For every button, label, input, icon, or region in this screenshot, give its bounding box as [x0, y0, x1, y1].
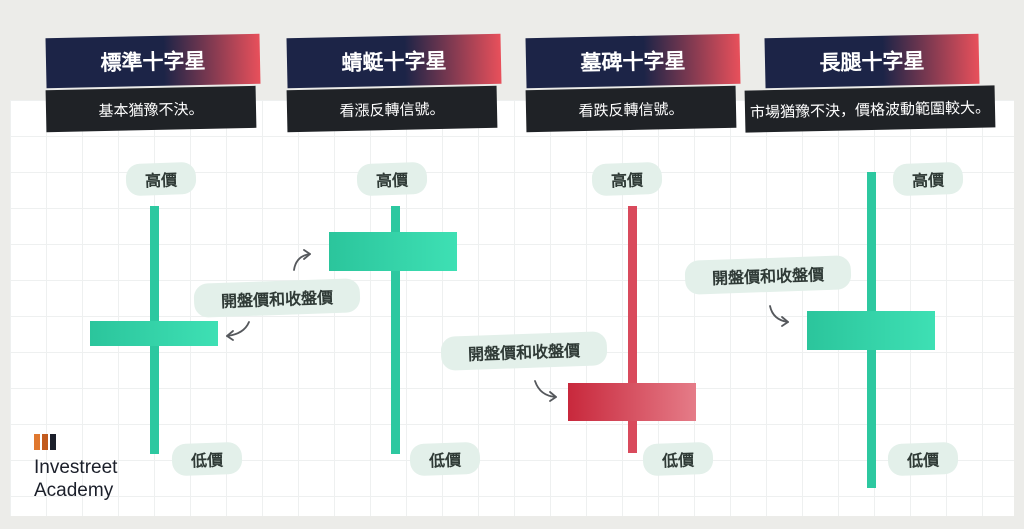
candle-standard-doji	[90, 206, 218, 454]
label-low-standard: 低價	[171, 441, 243, 477]
brand-line-2: Academy	[34, 480, 114, 501]
label-open-close-long-legged: 開盤價和收盤價	[684, 255, 852, 295]
candle-gravestone-doji	[568, 206, 696, 453]
label-high-long-legged: 高價	[892, 161, 964, 197]
label-open-close-standard-dragonfly: 開盤價和收盤價	[193, 278, 361, 318]
body	[329, 232, 457, 271]
label-high-standard: 高價	[125, 161, 197, 197]
arrow-to-standard-body	[226, 321, 250, 341]
candle-long-legged-doji	[807, 172, 935, 488]
label-low-dragonfly: 低價	[409, 441, 481, 477]
arrow-to-dragonfly-body	[293, 249, 311, 271]
label-high-gravestone: 高價	[591, 161, 663, 197]
brand-logo-icon	[34, 434, 56, 450]
label-high-dragonfly: 高價	[356, 161, 428, 197]
wick	[628, 206, 637, 453]
brand-line-1: Investreet	[34, 457, 118, 478]
wick	[391, 206, 400, 454]
body	[90, 321, 218, 346]
candle-dragonfly-doji	[329, 206, 457, 454]
brand-name: Investreet Academy	[34, 456, 117, 502]
label-low-gravestone: 低價	[642, 441, 714, 477]
body	[568, 383, 696, 421]
body	[807, 311, 935, 350]
arrow-to-long-legged-body	[769, 305, 789, 327]
arrow-to-gravestone-body	[534, 380, 557, 402]
label-low-long-legged: 低價	[887, 441, 959, 477]
label-open-close-gravestone: 開盤價和收盤價	[440, 331, 608, 371]
